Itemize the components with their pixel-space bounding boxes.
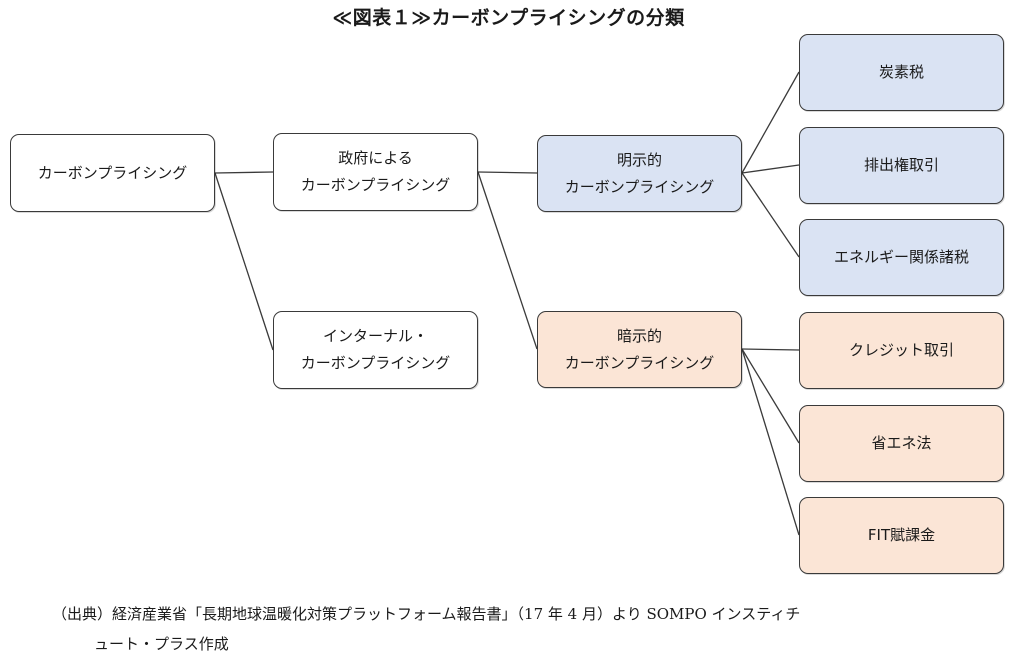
- figure-title: ≪図表１≫カーボンプライシングの分類: [332, 7, 685, 29]
- node-carbon-pricing: カーボンプライシング: [10, 134, 215, 212]
- node-label: カーボンプライシング: [37, 163, 188, 182]
- connector-government-implicit: [477, 171, 538, 350]
- connector-government-explicit: [477, 171, 538, 174]
- node-emissions-trading: 排出権取引: [799, 127, 1004, 204]
- node-internal-carbon-pricing: インターナル・ カーボンプライシング: [273, 311, 478, 389]
- node-label: カーボンプライシング: [564, 353, 715, 372]
- node-energy-taxes: エネルギー関係諸税: [799, 219, 1004, 296]
- node-label: 政府による: [338, 149, 413, 167]
- node-carbon-tax: 炭素税: [799, 34, 1004, 111]
- node-label: 省エネ法: [871, 434, 932, 452]
- node-label: 明示的: [616, 150, 662, 169]
- node-label: カーボンプライシング: [300, 354, 451, 372]
- connector-root-government: [214, 171, 274, 174]
- source-line-2: ュート・プラス作成: [94, 635, 229, 653]
- node-implicit-carbon-pricing: 暗示的 カーボンプライシング: [537, 311, 742, 388]
- connector-implicit-energy-law: [741, 348, 800, 444]
- node-energy-saving-law: 省エネ法: [799, 405, 1004, 482]
- node-label: クレジット取引: [848, 341, 954, 359]
- node-label: エネルギー関係諸税: [833, 248, 969, 266]
- source-line-1: （出典）経済産業省「長期地球温暖化対策プラットフォーム報告書」（17 年 4 月…: [52, 605, 801, 623]
- connector-explicit-carbon-tax: [741, 71, 800, 174]
- node-fit-levy: FIT賦課金: [799, 497, 1004, 574]
- node-label: 炭素税: [878, 63, 924, 81]
- node-label: カーボンプライシング: [564, 177, 715, 196]
- node-label: FIT賦課金: [867, 526, 936, 544]
- node-label: 排出権取引: [863, 156, 939, 174]
- node-explicit-carbon-pricing: 明示的 カーボンプライシング: [537, 135, 742, 212]
- node-credit-trading: クレジット取引: [799, 312, 1004, 389]
- connector-root-internal: [214, 172, 274, 351]
- source-note: （出典）経済産業省「長期地球温暖化対策プラットフォーム報告書」（17 年 4 月…: [52, 599, 952, 659]
- node-label: カーボンプライシング: [300, 176, 451, 194]
- node-label: インターナル・: [322, 327, 428, 345]
- node-government-carbon-pricing: 政府による カーボンプライシング: [273, 133, 478, 211]
- connector-implicit-credit: [741, 348, 800, 351]
- connector-explicit-ets: [741, 164, 800, 174]
- node-label: 暗示的: [616, 326, 662, 345]
- connector-implicit-fit: [741, 348, 800, 536]
- connector-explicit-energy-tax: [741, 172, 800, 258]
